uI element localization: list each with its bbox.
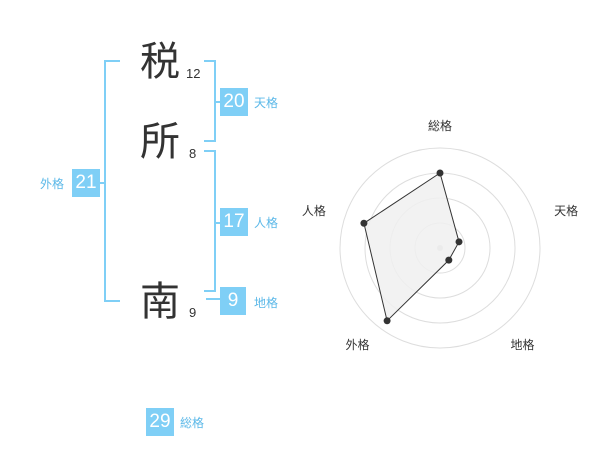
radar-area [363,172,460,322]
jinkaku-bracket [204,150,216,292]
tenkaku-label: 天格 [254,96,279,110]
tenkaku-bracket-tick [214,101,220,103]
name-char-2: 所 [140,119,180,165]
radar-point-0 [436,169,444,177]
stroke-count-2: 8 [189,146,197,161]
name-char-3: 南 [140,279,180,325]
tenkaku-value: 20 [220,88,248,116]
stroke-count-1: 12 [186,66,201,81]
radar-label-0: 総格 [428,118,452,133]
radar-label-2: 地格 [511,337,535,352]
radar-label-3: 外格 [345,337,369,352]
chikaku-value: 9 [220,287,246,315]
stroke-count-3: 9 [189,305,197,320]
name-char-1: 税 [140,39,180,85]
chikaku-label: 地格 [254,296,279,310]
radar-ring [339,147,541,349]
jinkaku-value: 17 [220,208,248,236]
radar-point-2 [445,256,453,264]
outer-bracket [104,60,120,302]
chikaku-tick [206,298,220,300]
outer-bracket-tick [96,182,104,184]
soukaku-value: 29 [146,408,174,436]
gaikaku-label: 外格 [40,177,65,191]
gaikaku-value: 21 [72,169,100,197]
radar-point-4 [360,219,368,227]
radar-point-3 [383,317,391,325]
radar-label-4: 人格 [302,203,326,218]
jinkaku-label: 人格 [254,216,279,230]
soukaku-label: 総格 [180,416,205,430]
jinkaku-bracket-tick [214,222,220,224]
radar-point-1 [455,238,463,246]
radar-label-1: 天格 [554,203,578,218]
